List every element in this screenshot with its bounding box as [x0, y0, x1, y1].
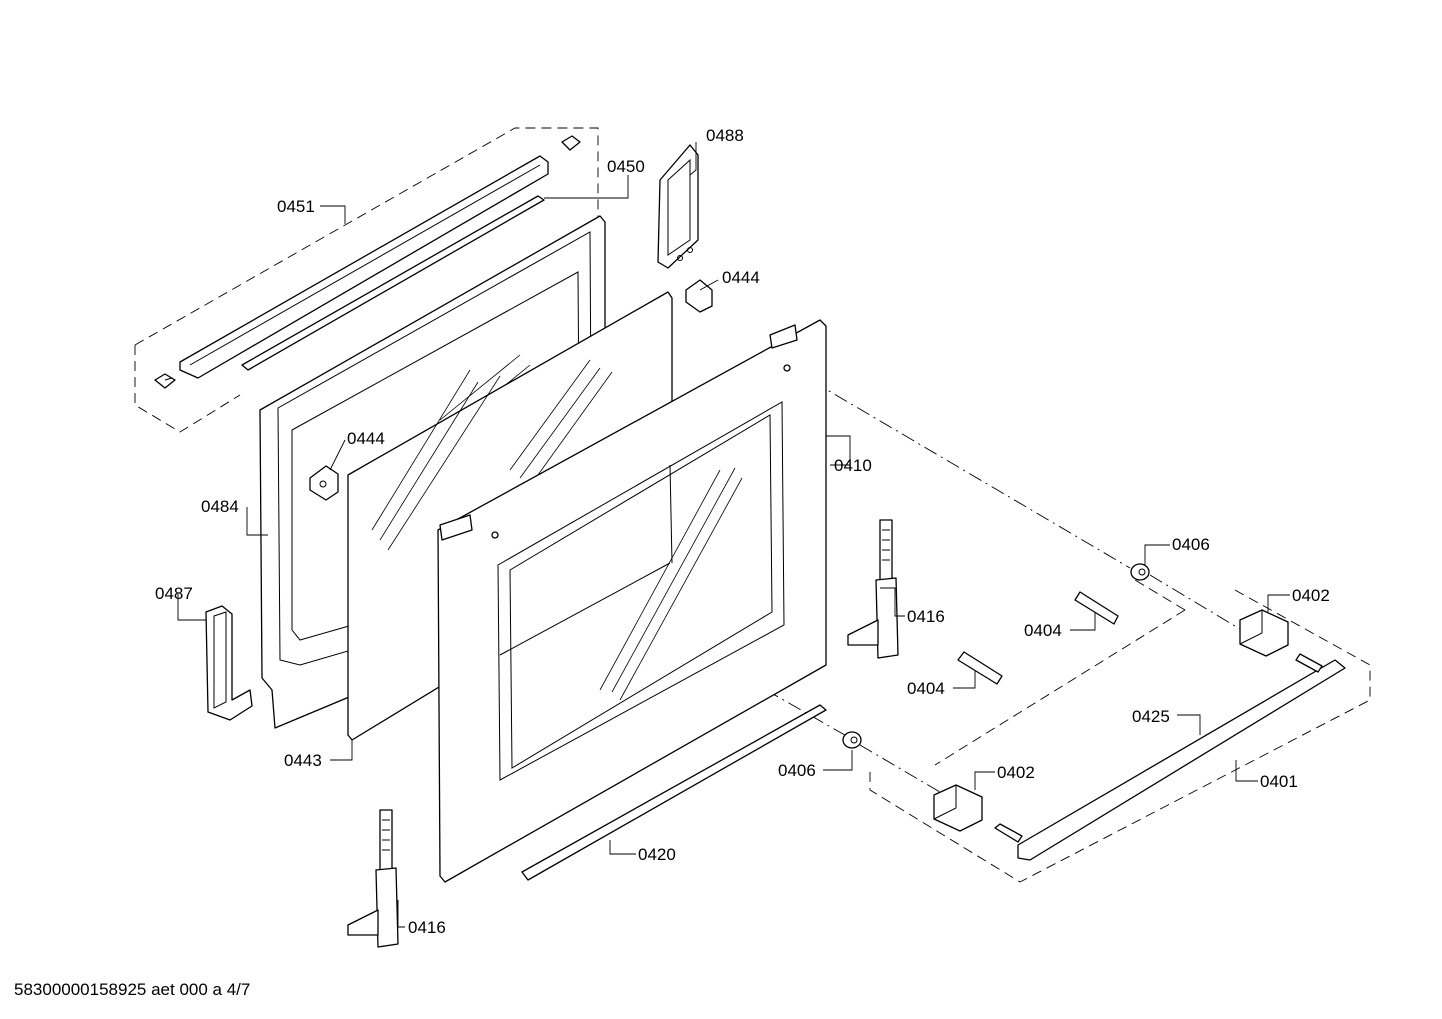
callout-0410: 0410	[834, 456, 872, 475]
dashdot-alignment-lines	[494, 367, 1251, 796]
callout-0484: 0484	[201, 497, 239, 516]
left-spacer-nut	[842, 731, 862, 749]
callout-0404-upper: 0404	[1024, 621, 1062, 640]
callout-0451: 0451	[277, 197, 315, 216]
top-clip	[685, 279, 713, 313]
callout-0425: 0425	[1132, 707, 1170, 726]
callout-0487: 0487	[155, 584, 193, 603]
top-seal-strip	[241, 195, 545, 371]
right-hinge	[847, 519, 899, 659]
callout-0416-left: 0416	[408, 918, 446, 937]
left-hinge	[347, 809, 399, 948]
callout-0420: 0420	[638, 845, 676, 864]
callout-0444-top: 0444	[722, 268, 760, 287]
callout-0416-right: 0416	[907, 607, 945, 626]
dashed-group-right	[869, 579, 1371, 883]
callout-labels: 0488 0450 0451 0444 0444 0410 0484 0406 …	[155, 126, 1330, 937]
callout-0488: 0488	[706, 126, 744, 145]
right-spacer-nut	[1130, 563, 1150, 581]
callout-0406-right: 0406	[1172, 535, 1210, 554]
callout-0401: 0401	[1260, 772, 1298, 791]
document-reference-footer: 58300000158925 aet 000 a 4/7	[14, 980, 251, 999]
callout-0402-right: 0402	[1292, 586, 1330, 605]
bottom-seal-strip	[521, 704, 827, 881]
dashed-group-top	[134, 127, 599, 433]
callout-0450: 0450	[607, 157, 645, 176]
right-side-bracket	[657, 144, 699, 269]
callout-0404-lower: 0404	[907, 679, 945, 698]
outer-door-glass	[437, 319, 827, 883]
callout-0444-left: 0444	[347, 429, 385, 448]
left-end-cap	[933, 784, 983, 832]
lower-handle-pin	[957, 651, 1003, 685]
upper-handle-pin	[1074, 591, 1119, 625]
left-clip	[309, 465, 339, 501]
callout-0402-left: 0402	[997, 763, 1035, 782]
door-handle	[994, 653, 1346, 861]
callout-0443: 0443	[284, 751, 322, 770]
top-trim-bar	[154, 135, 581, 389]
callout-leaders	[177, 142, 1290, 928]
left-side-bracket	[205, 605, 253, 721]
callout-0406-left: 0406	[778, 761, 816, 780]
right-end-cap	[1239, 609, 1289, 657]
